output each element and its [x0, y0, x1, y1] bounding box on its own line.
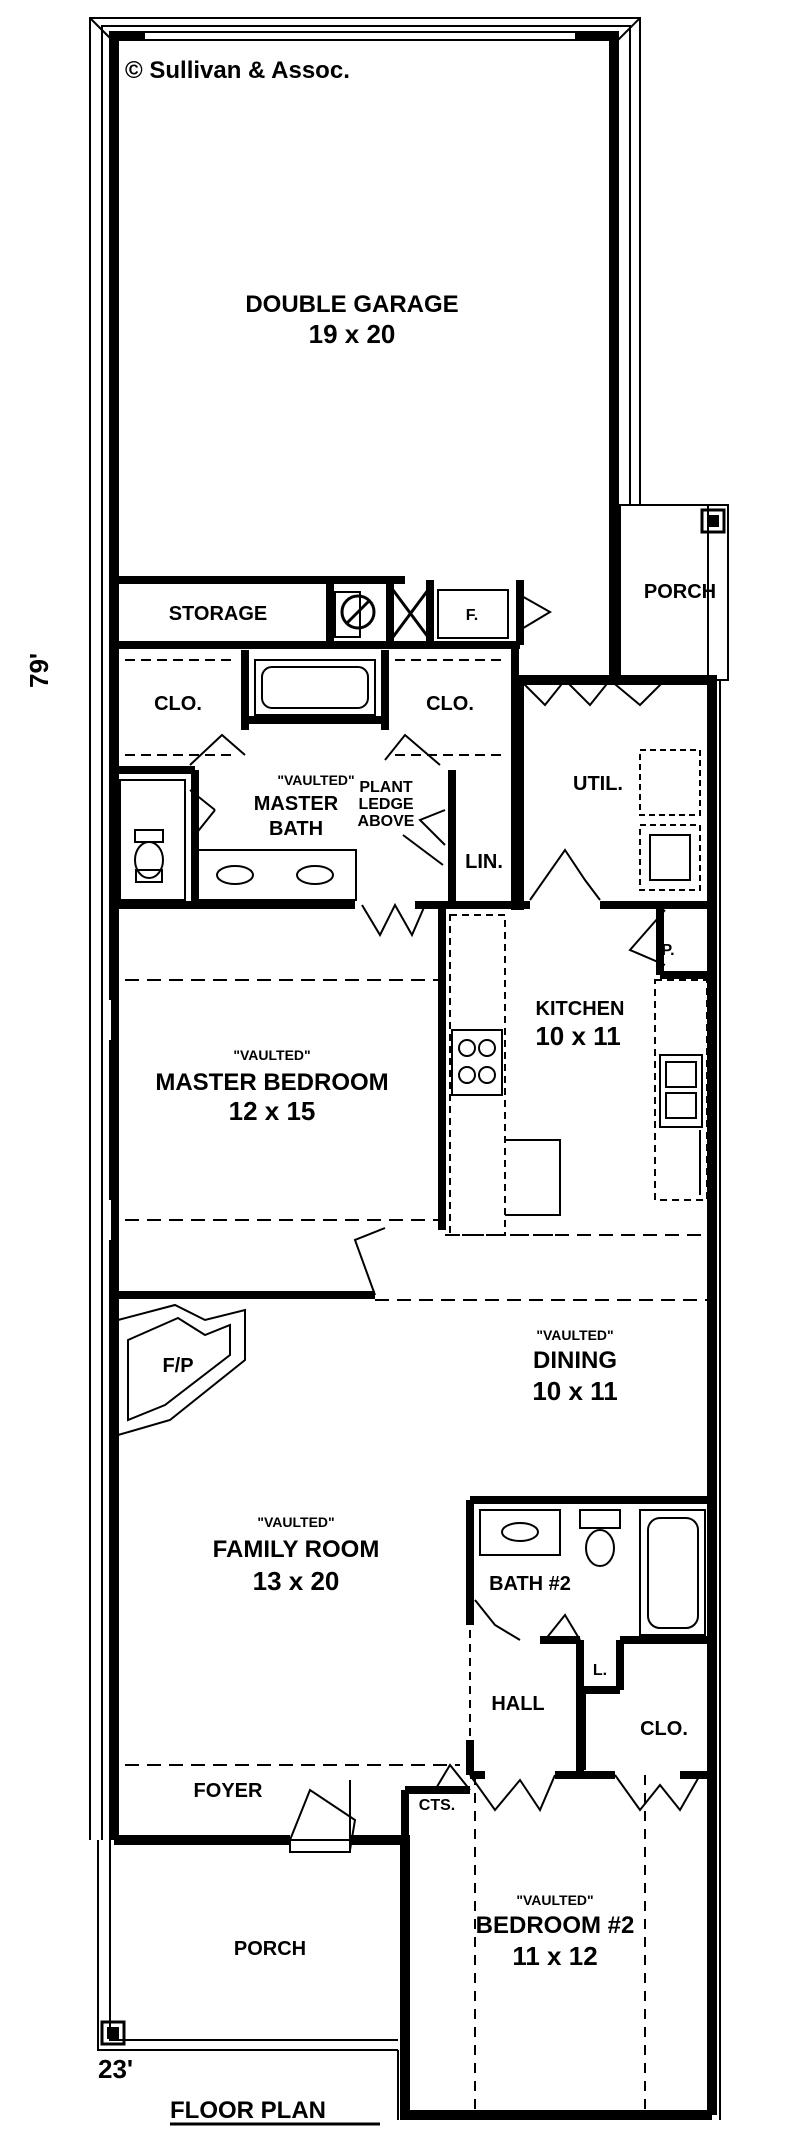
- master-bath-line1: MASTER: [254, 793, 339, 815]
- freezer-label: F.: [466, 607, 478, 624]
- porch-posts: [100, 508, 726, 2046]
- bedroom2-note: "VAULTED": [516, 1892, 593, 1908]
- master-bath-line2: BATH: [269, 818, 323, 840]
- storage-label: STORAGE: [169, 603, 268, 625]
- kitchen-name: KITCHEN: [536, 998, 625, 1020]
- depth-dimension: 79': [24, 653, 54, 688]
- interior-walls: [114, 576, 712, 1835]
- width-dimension: 23': [98, 2054, 133, 2084]
- garage-name: DOUBLE GARAGE: [245, 291, 458, 318]
- closet-left-label: CLO.: [154, 693, 202, 715]
- family-room-size: 13 x 20: [253, 1566, 340, 1596]
- master-bath-note: "VAULTED": [277, 772, 354, 788]
- linen-label: LIN.: [465, 851, 503, 873]
- plant-ledge-line3: ABOVE: [358, 813, 415, 830]
- side-porch-label: PORCH: [644, 581, 716, 603]
- kitchen-size: 10 x 11: [535, 1021, 620, 1051]
- family-room-name: FAMILY ROOM: [213, 1536, 380, 1563]
- dining-name: DINING: [533, 1347, 617, 1374]
- garage-size: 19 x 20: [309, 319, 396, 349]
- closet-bed2-label: CLO.: [640, 1718, 688, 1740]
- garage-door-opening: [145, 31, 575, 41]
- plant-ledge-line2: LEDGE: [358, 796, 413, 813]
- bath2-label: BATH #2: [489, 1573, 571, 1595]
- fixtures: [105, 589, 710, 2110]
- linen-small-label: L.: [593, 1662, 607, 1679]
- fireplace-label: F/P: [162, 1355, 193, 1377]
- master-bedroom-size: 12 x 15: [229, 1096, 316, 1126]
- plan-title: FLOOR PLAN: [170, 2097, 326, 2124]
- master-bedroom-note: "VAULTED": [233, 1047, 310, 1063]
- hall-label: HALL: [491, 1693, 544, 1715]
- bedroom2-size: 11 x 12: [512, 1941, 597, 1971]
- closet-right-label: CLO.: [426, 693, 474, 715]
- plant-ledge-line1: PLANT: [359, 779, 413, 796]
- dining-note: "VAULTED": [536, 1327, 613, 1343]
- room-labels: © Sullivan & Assoc. 79' DOUBLE GARAGE 19…: [24, 57, 716, 2126]
- bedroom2-name: BEDROOM #2: [476, 1912, 635, 1939]
- front-porch-label: PORCH: [234, 1938, 306, 1960]
- pantry-label: P.: [661, 942, 674, 959]
- dining-size: 10 x 11: [532, 1376, 617, 1406]
- exterior-walls: [109, 31, 717, 2120]
- copyright-notice: © Sullivan & Assoc.: [125, 57, 350, 84]
- family-room-note: "VAULTED": [257, 1514, 334, 1530]
- master-bedroom-name: MASTER BEDROOM: [155, 1069, 388, 1096]
- utility-label: UTIL.: [573, 773, 623, 795]
- foyer-label: FOYER: [194, 1780, 263, 1802]
- coats-label: CTS.: [419, 1797, 455, 1814]
